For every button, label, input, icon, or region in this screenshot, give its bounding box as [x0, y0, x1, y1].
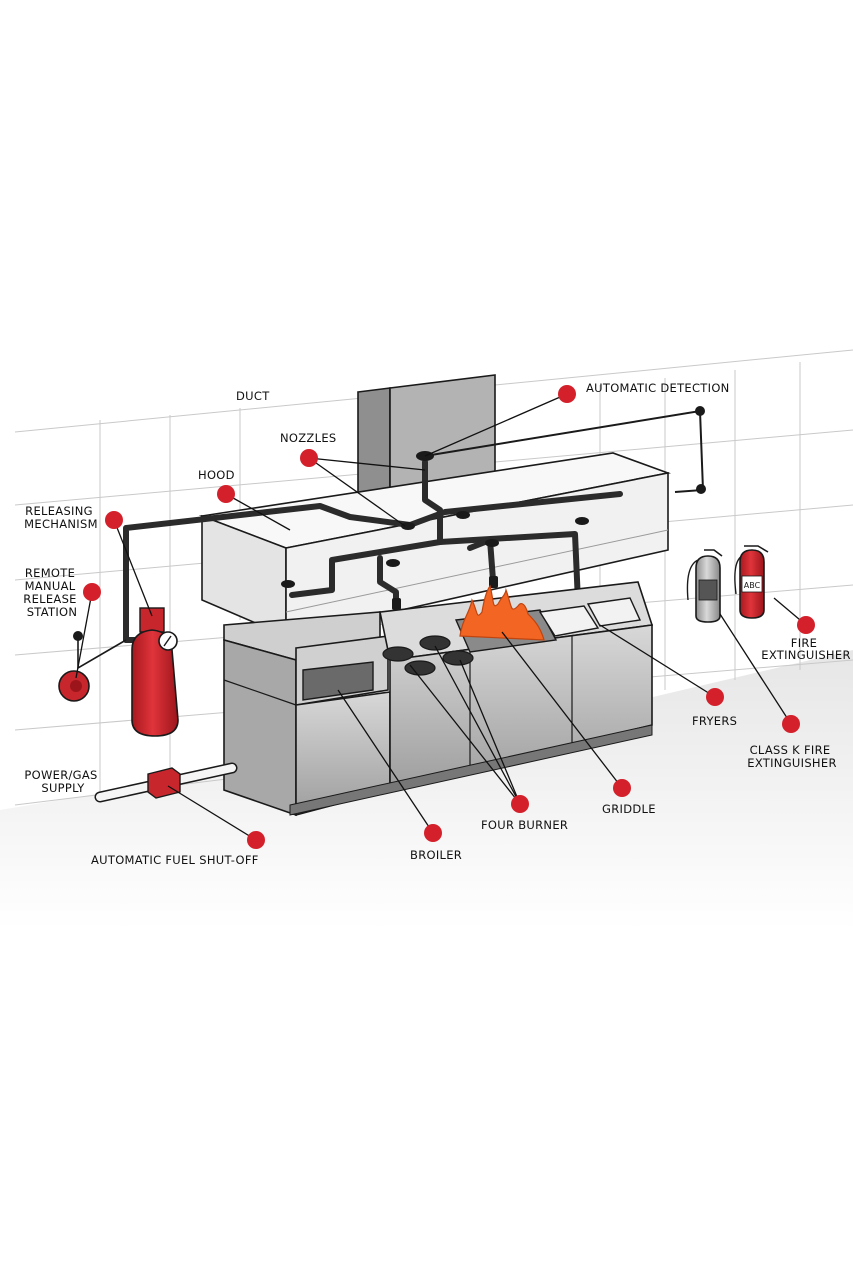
releasing-mechanism-cylinder [131, 607, 179, 737]
fryers [538, 597, 642, 637]
marker-hood [217, 485, 235, 503]
label-duct: DUCT [236, 389, 270, 403]
label-power-gas-supply: POWER/GAS SUPPLY [24, 768, 101, 795]
class-k-extinguisher [686, 549, 723, 623]
remote-manual-release-station [58, 631, 127, 702]
marker-automatic-detection [558, 385, 576, 403]
marker-broiler [424, 824, 442, 842]
abc-badge-text: ABC [744, 581, 761, 590]
marker-nozzles [300, 449, 318, 467]
flame-icon [459, 584, 545, 641]
marker-fire-extinguisher [797, 616, 815, 634]
label-fire-extinguisher: FIRE EXTINGUISHER [761, 636, 851, 662]
label-automatic-fuel-shut-off: AUTOMATIC FUEL SHUT-OFF [91, 853, 259, 867]
label-automatic-detection: AUTOMATIC DETECTION [586, 381, 730, 395]
broiler-unit [223, 611, 391, 817]
label-broiler: BROILER [410, 848, 462, 862]
leader-lines [75, 393, 807, 841]
marker-four-burner [511, 795, 529, 813]
diagram-labels: DUCT AUTOMATIC DETECTION NOZZLES HOOD RE… [23, 381, 850, 867]
detection-line [424, 406, 706, 494]
label-remote-manual-release-station: REMOTE MANUAL RELEASE STATION [23, 566, 80, 619]
marker-fryers [706, 688, 724, 706]
label-griddle: GRIDDLE [602, 802, 656, 816]
hood [198, 452, 671, 638]
label-fryers: FRYERS [692, 714, 737, 728]
marker-remote-manual-release-station [83, 583, 101, 601]
marker-automatic-fuel-shut-off [247, 831, 265, 849]
callout-markers [83, 385, 815, 849]
label-nozzles: NOZZLES [280, 431, 336, 445]
power-gas-supply [94, 762, 238, 803]
marker-griddle [613, 779, 631, 797]
marker-class-k-fire-extinguisher [782, 715, 800, 733]
label-releasing-mechanism: RELEASING MECHANISM [24, 504, 98, 531]
label-four-burner: FOUR BURNER [481, 818, 568, 832]
marker-releasing-mechanism [105, 511, 123, 529]
label-hood: HOOD [198, 468, 235, 482]
four-burner-cooktop [382, 635, 474, 676]
abc-extinguisher: ABC [734, 545, 769, 619]
label-class-k-fire-extinguisher: CLASS K FIRE EXTINGUISHER [747, 743, 837, 770]
